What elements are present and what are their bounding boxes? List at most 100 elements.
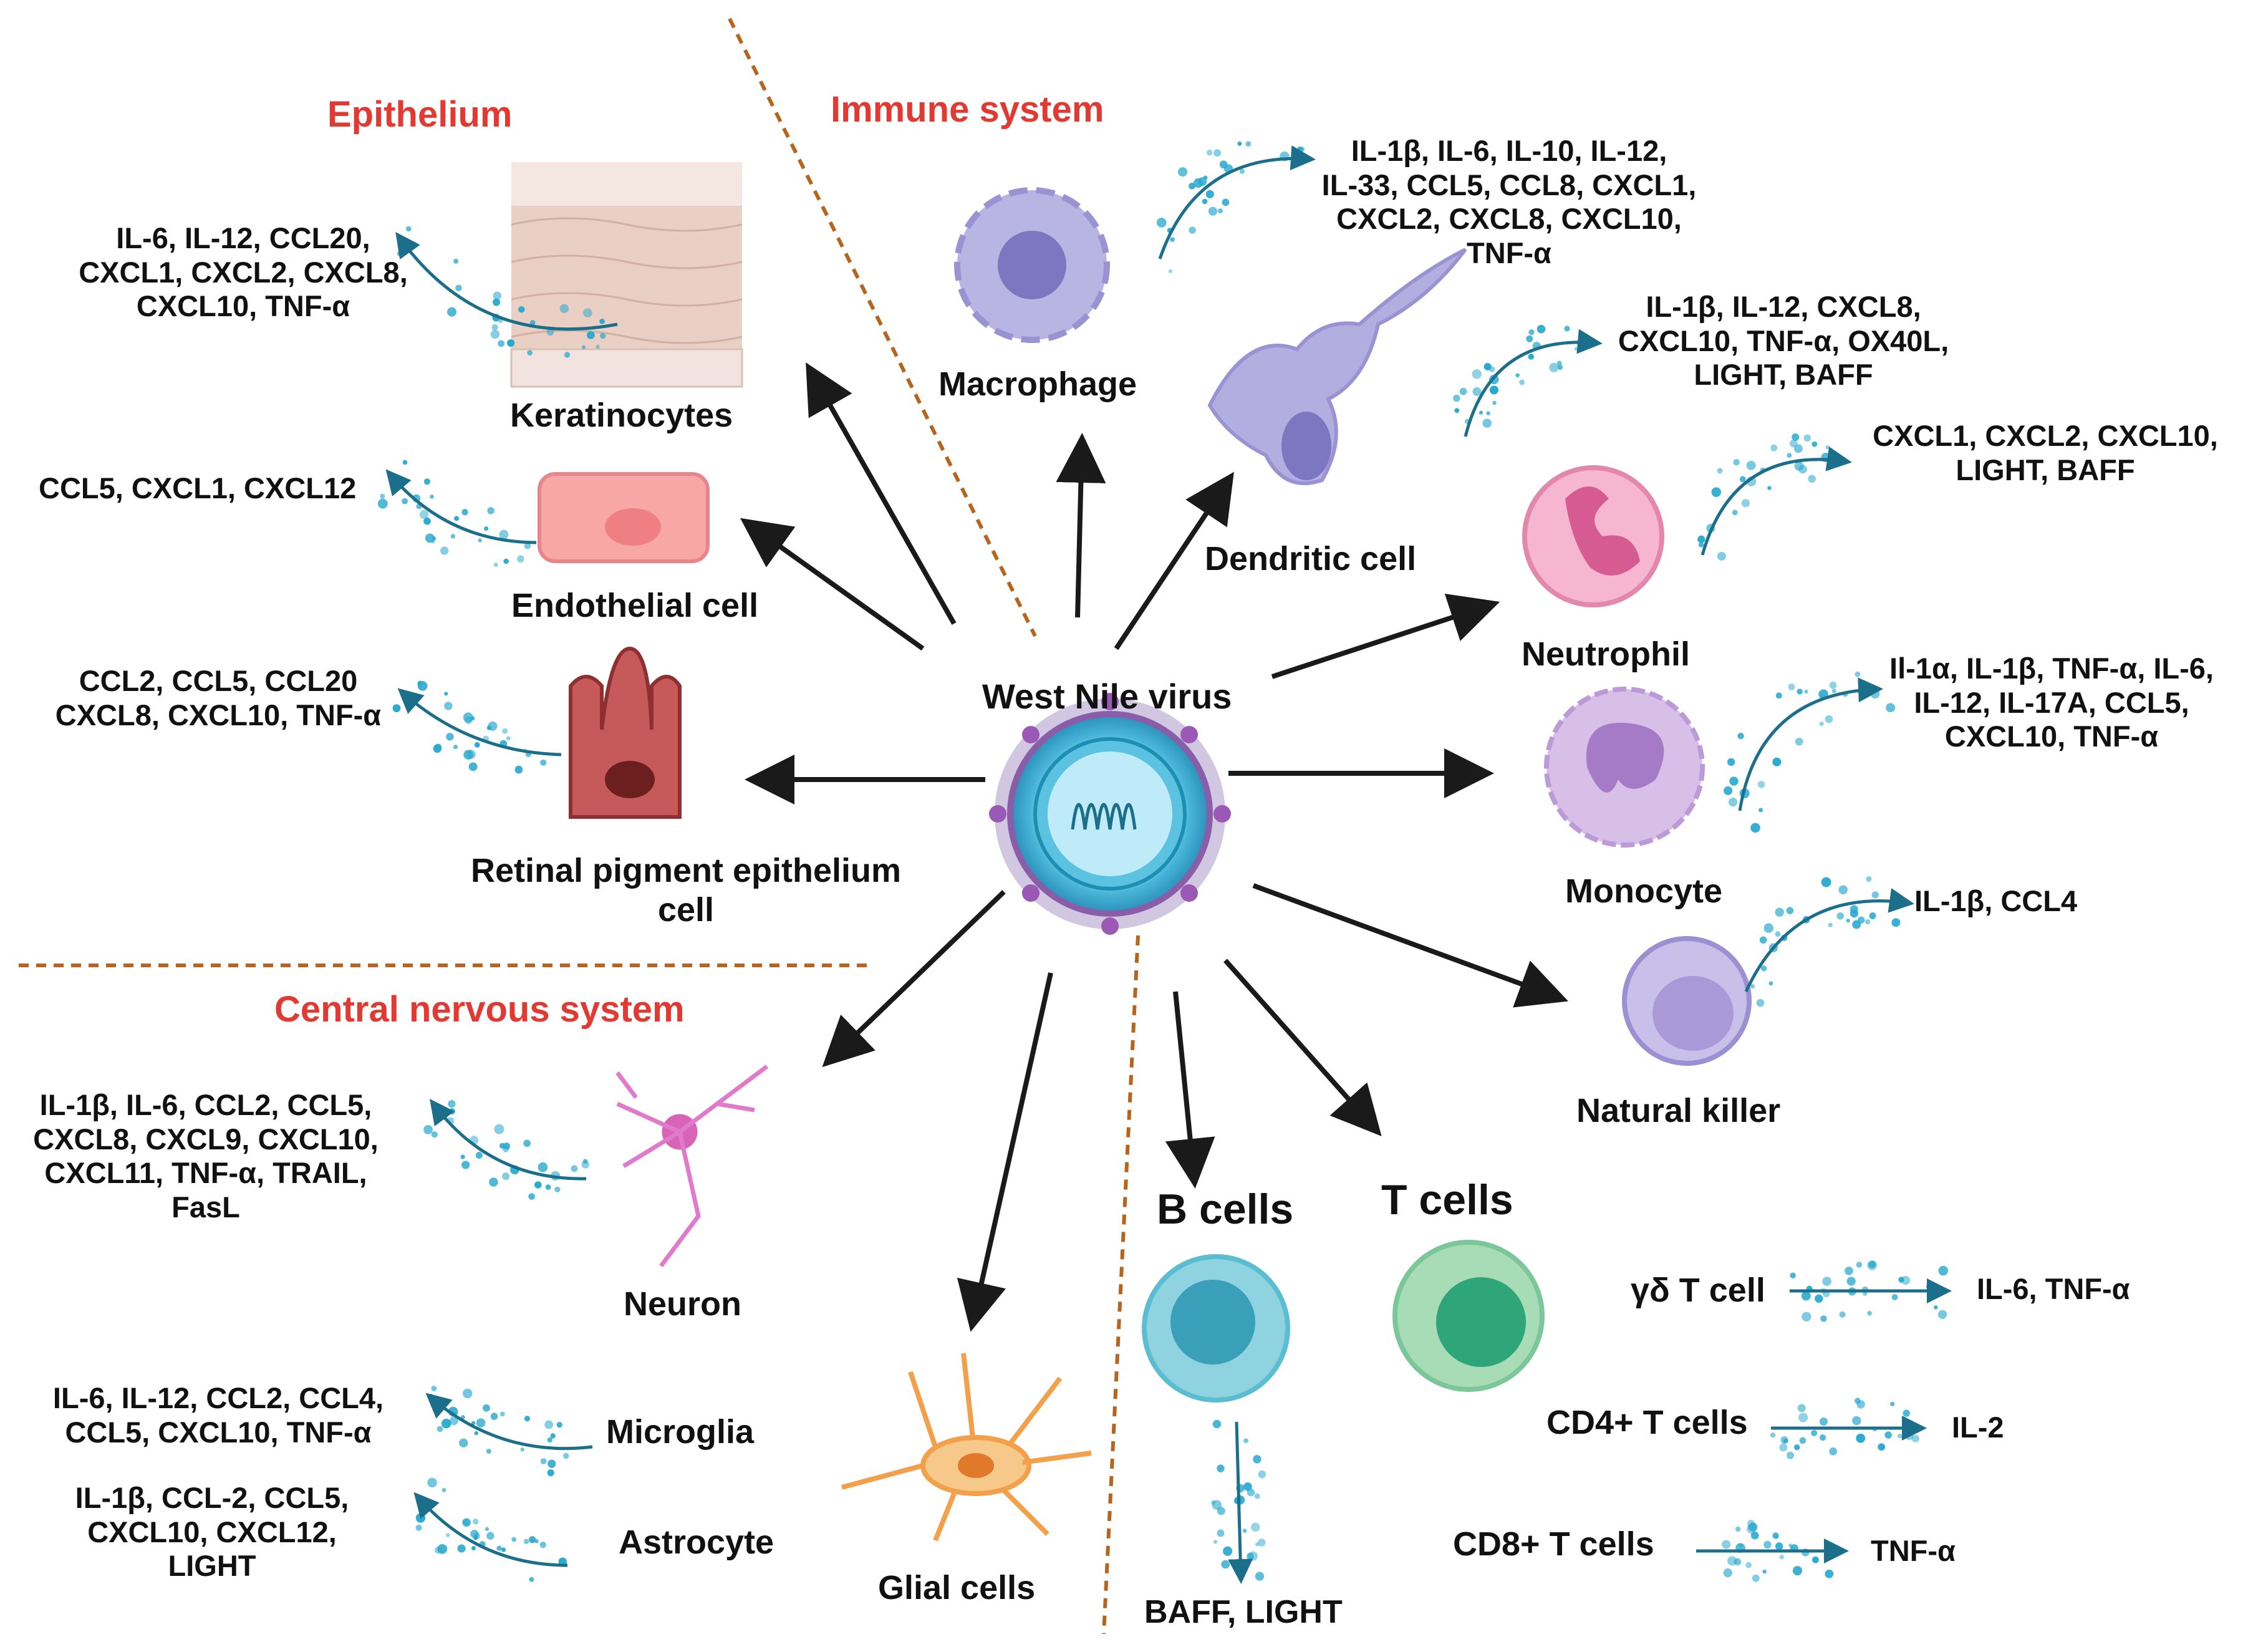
cytokine-secretion-flows <box>377 141 1952 1584</box>
arrow-to-endothelial <box>740 518 925 651</box>
secretion-dot <box>1822 1277 1831 1286</box>
secretion-dot <box>527 350 533 356</box>
secretion-dot <box>1213 149 1222 157</box>
secretion-dot <box>538 1162 548 1172</box>
secretion-dot <box>468 762 478 771</box>
secretion-dot <box>1759 936 1767 944</box>
secretion-dot <box>1871 891 1879 899</box>
arrow-to-neutrophil <box>1271 593 1500 679</box>
secretion-dot <box>423 1124 433 1134</box>
secretion-dot <box>1819 1417 1828 1426</box>
secretion-dot <box>1770 444 1778 452</box>
tcells-title: T cells <box>1381 1176 1513 1224</box>
secretion-dot <box>1564 326 1570 332</box>
secretion-dot <box>1724 786 1733 795</box>
secretion-dot <box>581 345 586 350</box>
secretion-dot <box>596 344 600 349</box>
secretion-dot <box>1251 1522 1260 1532</box>
secretion-dot <box>540 759 547 766</box>
secretion-dot <box>1735 1526 1741 1532</box>
secretion-dot <box>1897 1434 1903 1439</box>
glial-graphic <box>841 1353 1092 1542</box>
bcells-title: B cells <box>1157 1186 1294 1233</box>
secretion-dot <box>446 733 454 741</box>
secretion-dot <box>496 1545 502 1551</box>
secretion-dot <box>564 352 571 358</box>
secretion-dot <box>1831 688 1836 693</box>
keratinocytes-cytokines: IL-6, IL-12, CCL20, CXCL1, CXCL2, CXCL8,… <box>79 221 408 323</box>
secretion-dot <box>571 1165 578 1172</box>
secretion-dot <box>1746 460 1756 470</box>
secretion-dot <box>1797 688 1803 695</box>
secretion-dot <box>1850 905 1858 914</box>
secretion-arrow <box>430 1098 587 1181</box>
secretion-dot <box>1838 885 1848 894</box>
secretion-arrow <box>1744 888 1914 993</box>
cd4-label: CD4+ T cells <box>1546 1404 1748 1441</box>
divider-immune-lymph <box>1102 935 1140 1635</box>
neutrophil-label: Neutrophil <box>1522 635 1690 673</box>
secretion-dot <box>1846 919 1850 923</box>
secretion-dot <box>1829 681 1837 689</box>
secretion-dot <box>1802 1311 1811 1321</box>
secretion-dot <box>1723 1568 1732 1578</box>
arrow-to-keratinocytes <box>806 362 957 625</box>
secretion-dot <box>1825 445 1830 450</box>
secretion-dot <box>599 319 605 324</box>
monocyte-cytokines: Il-1α, IL-1β, TNF-α, IL-6, IL-12, IL-17A… <box>1889 652 2214 753</box>
rpe-label: Retinal pigment epithelium cell <box>470 852 902 929</box>
secretion-dot <box>460 1154 465 1159</box>
secretion-dot <box>1768 981 1773 986</box>
secretion-dot <box>1819 1434 1826 1441</box>
arrow-to-neuron <box>822 890 1006 1068</box>
secretion-dot <box>1825 715 1833 723</box>
secretion-dot <box>1898 1277 1904 1283</box>
secretion-arrow <box>397 688 562 756</box>
secretion-dot <box>1727 1556 1737 1566</box>
secretion-dot <box>1698 542 1704 548</box>
secretion-dot <box>1775 692 1782 699</box>
secretion-dot <box>1213 1540 1218 1544</box>
secretion-arrow <box>1158 145 1316 259</box>
secretion-dot <box>1528 329 1535 336</box>
secretion-dot <box>1828 922 1833 927</box>
secretion-dot <box>432 536 437 541</box>
secretion-dot <box>1217 1507 1225 1515</box>
glial-label: Glial cells <box>878 1569 1036 1606</box>
secretion-dot <box>1783 1438 1788 1444</box>
secretion-dot <box>1852 920 1861 929</box>
secretion-dot <box>540 1458 547 1464</box>
secretion-dot <box>1296 146 1303 153</box>
secretion-dot <box>462 1518 471 1527</box>
secretion-dot <box>586 331 595 339</box>
secretion-dot <box>1799 1437 1807 1444</box>
nk-label: Natural killer <box>1576 1092 1781 1129</box>
flow-dendritic <box>1453 324 1603 437</box>
secretion-dot <box>377 498 388 509</box>
monocyte-graphic <box>1544 687 1705 848</box>
secretion-dot <box>1247 1488 1255 1497</box>
secretion-dot <box>488 721 498 731</box>
secretion-dot <box>1247 1552 1254 1560</box>
center-title: West Nile virus <box>982 677 1232 716</box>
virus-arrows <box>740 362 1569 1332</box>
secretion-dot <box>437 1426 443 1432</box>
secretion-dot <box>486 1448 491 1454</box>
secretion-dot <box>476 1418 486 1427</box>
secretion-dot <box>1804 689 1808 694</box>
secretion-dot <box>430 495 434 499</box>
secretion-dot <box>427 1477 437 1488</box>
secretion-dot <box>1792 433 1800 441</box>
secretion-dot <box>1903 1409 1911 1417</box>
secretion-dot <box>1794 461 1804 471</box>
flow-neuron <box>423 1098 590 1200</box>
secretion-dot <box>524 1416 531 1422</box>
secretion-dot <box>1775 1534 1779 1538</box>
secretion-arrow <box>1464 329 1603 437</box>
secretion-dot <box>1886 703 1896 713</box>
secretion-dot <box>524 542 531 549</box>
secretion-dot <box>1779 1555 1784 1560</box>
secretion-dot <box>520 1447 525 1452</box>
secretion-dot <box>523 1538 529 1545</box>
